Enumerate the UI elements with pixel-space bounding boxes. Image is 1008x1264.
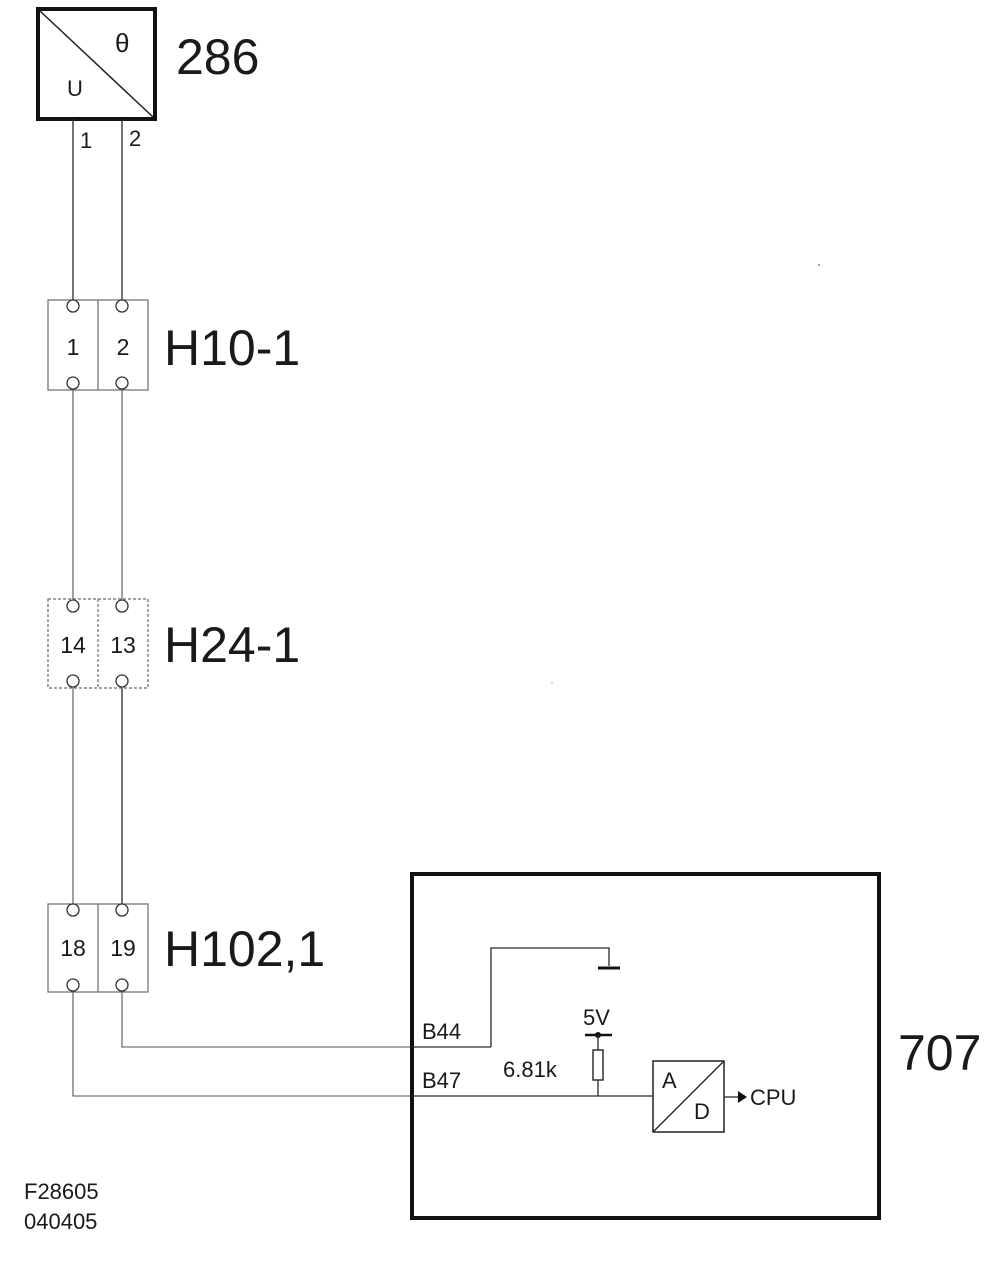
pin-ring — [115, 376, 129, 390]
pin-ring — [115, 903, 129, 917]
scan-speck — [551, 682, 553, 684]
pin-b47-label: B47 — [422, 1068, 461, 1093]
connector-pin-right-label: 2 — [117, 334, 130, 360]
sensor-pin-1-label: 1 — [80, 128, 92, 153]
pin-ring — [115, 599, 129, 613]
sensor-u-symbol: U — [67, 76, 83, 101]
pin-ring — [66, 599, 80, 613]
sensor-pin-2-label: 2 — [129, 126, 141, 151]
pin-ring — [115, 674, 129, 688]
connector-h24-1: 14 13 H24-1 — [47, 598, 300, 689]
harness-wires — [72, 119, 412, 1097]
resistor-symbol — [592, 1049, 604, 1081]
pin-ring — [115, 299, 129, 313]
sensor-id-label: 286 — [176, 29, 259, 85]
connector-pin-left-label: 18 — [60, 935, 86, 961]
pin-ring — [66, 674, 80, 688]
connector-body — [47, 598, 149, 689]
connector-pin-right-label: 19 — [110, 935, 136, 961]
wire-h102-18-to-b47 — [72, 992, 412, 1097]
cpu-output-label: CPU — [750, 1085, 796, 1110]
adc-a-label: A — [662, 1068, 677, 1093]
pin-ring — [66, 978, 80, 992]
scan-speck — [818, 264, 820, 266]
wire-b44-to-ground — [490, 947, 610, 1047]
arrow-right-icon — [738, 1091, 747, 1103]
connector-id-label: H102,1 — [164, 921, 325, 977]
connector-pin-right-label: 13 — [110, 632, 136, 658]
sensor-box — [36, 7, 157, 121]
pin-ring — [66, 299, 80, 313]
figure-date: 040405 — [24, 1209, 97, 1234]
supply-voltage-label: 5V — [583, 1005, 610, 1030]
connector-id-label: H24-1 — [164, 617, 300, 673]
sensor-286: θ U 286 1 2 — [36, 7, 259, 153]
adc-diagonal — [652, 1060, 725, 1133]
sensor-theta-symbol: θ — [115, 28, 129, 58]
wire-h102-19-to-b44 — [121, 992, 412, 1048]
pin-ring — [115, 978, 129, 992]
control-unit-707: 707 B44 B47 5V 6.81k A D CPU — [410, 872, 981, 1220]
pin-ring — [66, 903, 80, 917]
connector-h102-1: 18 19 H102,1 — [47, 903, 325, 993]
adc-d-label: D — [694, 1099, 710, 1124]
sensor-diagonal — [39, 10, 154, 118]
connector-pin-left-label: 14 — [60, 632, 86, 658]
connector-pin-left-label: 1 — [67, 334, 80, 360]
connector-id-label: H10-1 — [164, 320, 300, 376]
resistor-value-label: 6.81k — [503, 1057, 558, 1082]
control-unit-box — [410, 872, 881, 1220]
connector-h10-1: 1 2 H10-1 — [47, 299, 300, 391]
control-unit-id-label: 707 — [898, 1025, 981, 1081]
pin-b44-label: B44 — [422, 1019, 461, 1044]
figure-code: F28605 — [24, 1179, 99, 1204]
pin-ring — [66, 376, 80, 390]
